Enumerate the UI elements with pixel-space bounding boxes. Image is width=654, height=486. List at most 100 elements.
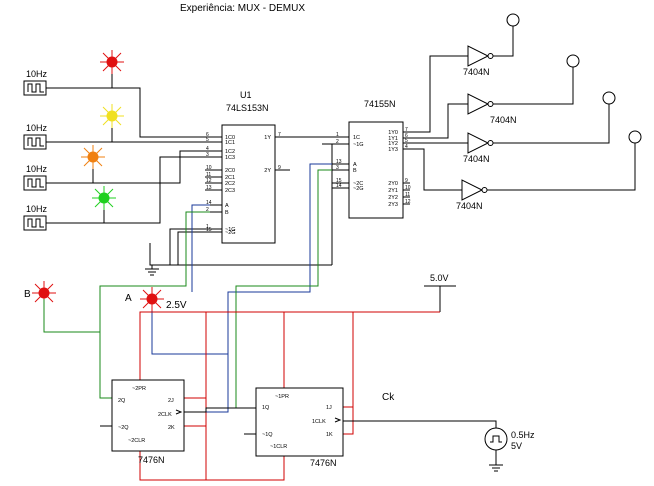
demux-pin-label: B [353,168,357,174]
not-gate-icon [461,179,484,201]
demux-pin-number: 11 [405,192,410,198]
mux-pin-label: A [225,203,229,209]
led-indicator-icon [146,293,158,305]
flipflop-2-body [111,379,185,452]
vcc-label: 5.0V [430,273,449,283]
ff2-pin-q: 2Q [118,398,126,404]
mux-pin-number: 4 [206,146,209,152]
led-indicator-icon [106,110,118,122]
clock-label: 10Hz [26,123,48,133]
square-wave-icon [27,218,44,228]
mux-pin-number: 9 [278,165,281,171]
demux-pin-number: 1 [336,132,339,138]
led-indicator-icon [106,56,118,68]
demux-pin-label: 1Y1 [388,136,398,142]
demux-pin-number: 14 [336,183,342,189]
demux-pin-number: 2 [336,139,339,145]
demux-pin-number: 7 [405,127,408,133]
ff2-pin-clk: 2CLK [158,412,172,418]
ff1-part: 7476N [310,458,337,468]
mux-pin-label: 1Y [264,135,271,141]
mux-pin-number: 7 [278,132,281,138]
mux-pin-label: ~1G [225,227,236,233]
probe-a: A 2.5V [125,287,187,311]
vcc-source: 5.0V [424,273,456,312]
inverter-1[interactable]: 7404N [463,45,494,77]
flipflop-2-7476[interactable]: ~2PR 2Q 2J 2CLK ~2Q 2K ~2CLR 7476N [100,379,185,465]
demux-pin-label: 2Y3 [388,202,398,208]
inverter-3[interactable]: 7404N [463,132,494,164]
mux-pin-label: 2Y [264,168,271,174]
flipflop-1-7476[interactable]: ~1PR 1Q 1J 1CLK ~1Q 1K ~1CLR 7476N [184,387,344,468]
mux-ref: U1 [240,90,252,100]
led-orange [81,145,105,169]
pulse-wave-icon [490,435,502,443]
mux-part: 74LS153N [226,103,269,113]
diagram-title: Experiência: MUX - DEMUX [180,3,305,14]
mux-pin-label: 2C0 [225,168,235,174]
inverter-2[interactable]: 7404N [467,93,517,125]
ground-icon [489,464,503,472]
mux-pin-number: 15 [206,227,212,233]
demux-pin-label: ~2C [353,181,363,187]
not-gate-icon [467,132,490,154]
demux-pin-number: 12 [405,199,411,205]
ff1-pin-pr: ~1PR [275,394,289,400]
flipflop-1-body [255,387,344,457]
output-wires [403,26,636,191]
clock-label: 10Hz [26,69,48,79]
mux-body [221,124,276,244]
clock-source-1[interactable]: 10Hz [23,69,48,96]
led-red-top [100,50,124,74]
clock-source-3[interactable]: 10Hz [23,164,48,191]
mux-pin-number: 14 [206,200,212,206]
ff2-part: 7476N [138,455,165,465]
inverter-4[interactable]: 7404N [456,179,488,211]
demux-pin-label: 1Y0 [388,130,398,136]
probe-a-voltage: 2.5V [166,300,187,311]
mux-pin-number: 2 [206,207,209,213]
output-probes [506,13,642,144]
clock-generator-icon [23,80,47,96]
mux-pin-label: 2C3 [225,188,235,194]
mux-pin-number: 10 [206,165,212,171]
ff1-pin-clk: 1CLK [312,419,326,425]
not-gate-icon [467,93,490,115]
demux-pin-label: 2Y0 [388,181,398,187]
clock-source-2[interactable]: 10Hz [23,123,48,150]
source-voltage: 5V [511,441,522,451]
inverter-part: 7404N [463,67,490,77]
mux-pin-label: 1C2 [225,149,235,155]
mux-pin-number: 11 [206,172,211,178]
mux-pin-label: ~2G [225,230,236,236]
demux-pin-number: 4 [405,144,408,150]
clock-generator-icon [23,215,47,231]
led-yellow [100,104,124,128]
demux-pin-number: 10 [405,185,411,191]
square-wave-icon [27,83,44,93]
pulse-source[interactable]: 0.5Hz 5V [343,420,535,472]
ff2-pin-pr: ~2PR [132,386,146,392]
inverter-part: 7404N [463,154,490,164]
mux-pin-number: 6 [206,132,209,138]
clock-source-4[interactable]: 10Hz [23,204,48,231]
mux-pin-label: 2C2 [225,181,235,187]
inverter-part: 7404N [490,115,517,125]
demux-pin-label: 2Y2 [388,195,398,201]
ff1-pin-q: 1Q [262,405,270,411]
clock-wires [46,70,205,224]
demux-pin-label: 1Y3 [388,147,398,153]
power-wires [139,311,440,481]
demux-pin-number: 3 [336,165,339,171]
mux-pin-number: 1 [206,224,209,230]
clock-ck-label: Ck [382,392,395,403]
ff1-pin-k: 1K [326,432,333,438]
mux-pin-label: 1C3 [225,155,235,161]
ff1-pin-clr: ~1CLR [270,444,287,450]
mux-demux-wires [145,136,340,276]
mux-chip-74ls153[interactable]: U1 74LS153N 1C061C151C241C332C0102C1112C… [205,90,290,244]
probe-icon [506,13,520,27]
ff2-pin-clr: ~2CLR [128,438,145,444]
mux-pin-number: 3 [206,152,209,158]
